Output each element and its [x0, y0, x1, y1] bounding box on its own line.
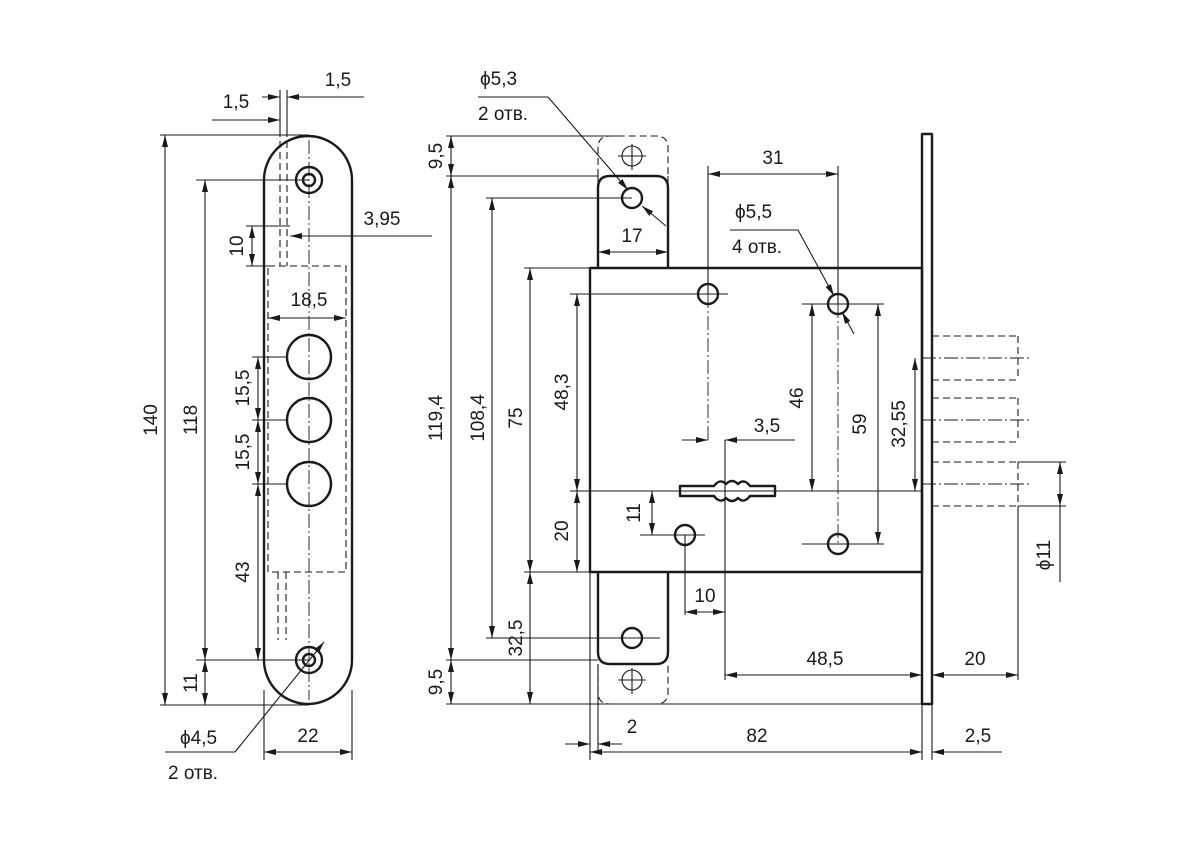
forend-plate — [920, 132, 934, 706]
dim-10: 10 — [227, 235, 248, 256]
dim-22: 22 — [297, 726, 318, 747]
dim-1-5-top: 1,5 — [325, 70, 351, 91]
dim-1-5-left: 1,5 — [223, 92, 249, 113]
dim-18-5: 18,5 — [291, 290, 328, 311]
dim-32-55: 32,55 — [889, 400, 910, 448]
dim-15-5-a: 15,5 — [233, 370, 254, 407]
dim-phi11: ϕ11 — [1034, 540, 1055, 570]
dim-20-right: 20 — [964, 649, 985, 670]
dim-20-left: 20 — [552, 520, 573, 541]
body-hole-dia-label: ϕ5,5 — [735, 202, 772, 223]
dim-9-5-bottom: 9,5 — [426, 669, 447, 695]
dim-2-5: 2,5 — [965, 726, 991, 747]
dim-46: 46 — [787, 387, 808, 408]
dim-9-5-top: 9,5 — [426, 143, 447, 169]
dim-3-95: 3,95 — [364, 209, 401, 230]
dim-15-5-b: 15,5 — [233, 434, 254, 471]
dim-3-5: 3,5 — [754, 416, 780, 437]
dim-43: 43 — [233, 561, 254, 582]
bottom-mounting-tab — [596, 572, 670, 666]
dim-108-4: 108,4 — [468, 394, 489, 442]
dim-48-3: 48,3 — [552, 374, 573, 411]
dim-17: 17 — [621, 226, 642, 247]
top-mounting-tab — [596, 174, 670, 268]
dim-140: 140 — [141, 404, 162, 436]
dim-119-4: 119,4 — [426, 395, 447, 442]
dim-32-5: 32,5 — [506, 620, 527, 657]
dim-75: 75 — [506, 407, 527, 428]
dim-31: 31 — [762, 148, 783, 169]
hole-count-label: 2 отв. — [168, 763, 218, 784]
hole-dia-label: ϕ4,5 — [180, 728, 217, 749]
lock-body-view: 9,5 119,4 9,5 108,4 75 32,5 48,3 20 11 4… — [426, 69, 1066, 760]
top-hole-dia-label: ϕ5,3 — [480, 69, 517, 90]
bolts-hidden — [922, 335, 1030, 507]
dim-11: 11 — [181, 673, 202, 693]
dim-118: 118 — [181, 405, 202, 435]
keyhole-slot — [678, 479, 777, 503]
dim-10-body: 10 — [694, 586, 715, 607]
dim-11-body: 11 — [624, 503, 645, 523]
top-hole-count-label: 2 отв. — [478, 104, 528, 125]
strike-plate-hidden-slot — [267, 265, 347, 573]
dim-2: 2 — [627, 717, 638, 738]
dim-48-5: 48,5 — [807, 649, 844, 670]
dim-59: 59 — [850, 413, 871, 434]
dim-82: 82 — [746, 726, 767, 747]
body-hole-count-label: 4 отв. — [732, 237, 782, 258]
strike-plate-view: 140 118 10 15,5 15,5 43 11 18,5 22 3,95 … — [141, 70, 432, 784]
